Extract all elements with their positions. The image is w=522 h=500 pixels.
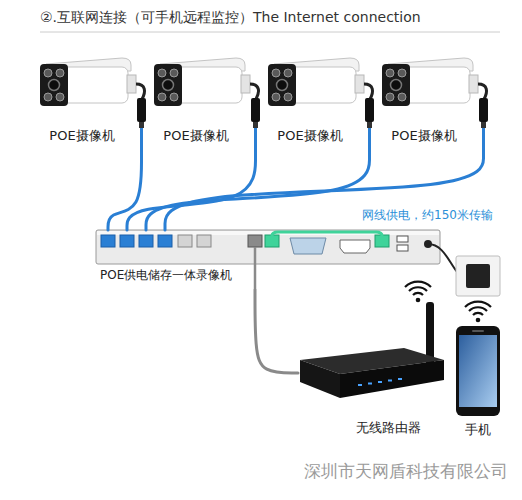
poe-camera: POE摄像机 — [36, 52, 154, 152]
diagram-title: ②.互联网连接（可手机远程监控）The Internet connection — [40, 9, 421, 27]
node-label: POE摄像机 — [264, 128, 356, 144]
router-picture — [300, 282, 444, 398]
poe-nvr-recorder: POE供电储存一体录像机 — [96, 230, 442, 290]
nvr-picture — [96, 230, 440, 290]
mobile-phone: 手机 — [452, 300, 506, 440]
phone-picture — [456, 302, 500, 416]
node-label: 无线路由器 — [338, 420, 438, 436]
node-label: POE摄像机 — [36, 128, 128, 144]
node-label: POE摄像机 — [150, 128, 242, 144]
title-rule — [40, 32, 500, 33]
node-label: POE供电储存一体录像机 — [100, 268, 232, 283]
wireless-router: 无线路由器 — [298, 278, 448, 440]
node-label: POE摄像机 — [378, 128, 470, 144]
poe-camera: POE摄像机 — [264, 52, 382, 152]
node-label: 手机 — [452, 422, 504, 438]
cable-connector — [255, 290, 298, 373]
company-watermark: 深圳市天网盾科技有限公司 — [304, 461, 508, 482]
poe-camera: POE摄像机 — [378, 52, 496, 152]
cable-note: 网线供电，约150米传输 — [362, 208, 493, 223]
cable-connector — [108, 152, 142, 230]
poe-camera: POE摄像机 — [150, 52, 268, 152]
